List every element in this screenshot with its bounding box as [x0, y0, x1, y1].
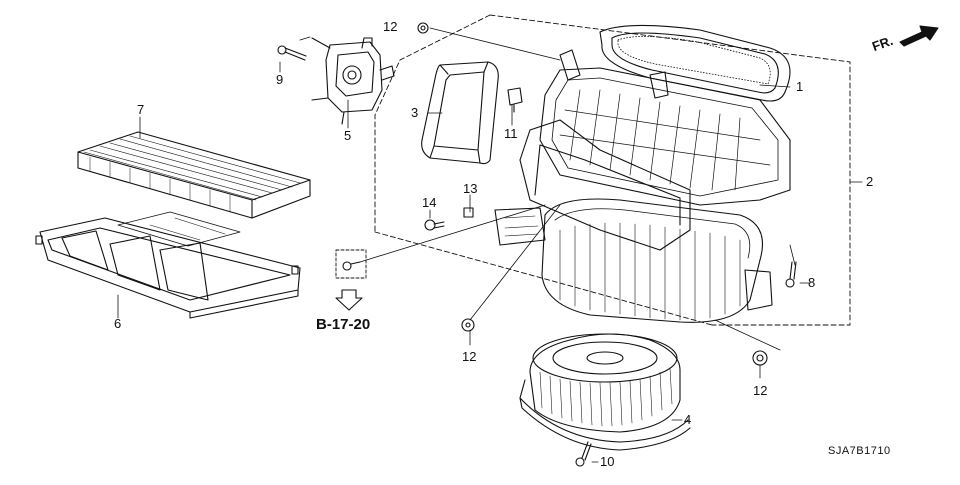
callout-12-middle: 12: [462, 349, 477, 364]
callout-12-top: 12: [383, 19, 398, 34]
housing-ribs: [559, 222, 741, 321]
intake-grille: [559, 89, 771, 191]
fastener-12a: [417, 22, 429, 34]
callout-6: 6: [114, 316, 122, 331]
callout-13: 13: [463, 181, 478, 196]
blower-housing-part: [494, 49, 791, 323]
blower-motor-part: [519, 333, 691, 451]
reference-bolt-box: [335, 249, 367, 279]
callout-1: 1: [796, 79, 804, 94]
callout-7: 7: [137, 102, 145, 117]
callout-11: 11: [504, 126, 518, 141]
fastener-14: [424, 219, 445, 231]
assembly-dashed-outline: [374, 14, 851, 326]
leader-lines: [117, 27, 863, 463]
filter-lid-part: [35, 211, 301, 319]
callout-8: 8: [808, 275, 816, 290]
callout-9: 9: [276, 72, 284, 87]
fastener-10: [575, 441, 592, 467]
callout-5: 5: [344, 128, 352, 143]
reference-arrow-icon: [335, 289, 363, 311]
fastener-13: [463, 207, 474, 218]
seal-ring-part: [599, 24, 791, 102]
fan-blades: [539, 367, 673, 427]
callout-3: 3: [411, 105, 419, 120]
reference-label: B-17-20: [316, 316, 371, 333]
fastener-11: [507, 87, 523, 113]
front-arrow-icon: [899, 25, 939, 47]
callout-10: 10: [600, 454, 615, 469]
callout-4: 4: [684, 412, 692, 427]
actuator-motor-part: [311, 37, 395, 125]
callout-2: 2: [866, 174, 874, 189]
fastener-8: [785, 261, 797, 288]
callout-14: 14: [422, 195, 437, 210]
air-filter-part: [77, 131, 311, 219]
callout-12-right: 12: [753, 383, 768, 398]
fastener-12b: [461, 318, 475, 332]
fastener-12c: [752, 350, 768, 366]
gasket-frame-part: [421, 61, 499, 165]
screw-part-9: [277, 45, 307, 61]
diagram-code: SJA7B1710: [828, 445, 891, 457]
